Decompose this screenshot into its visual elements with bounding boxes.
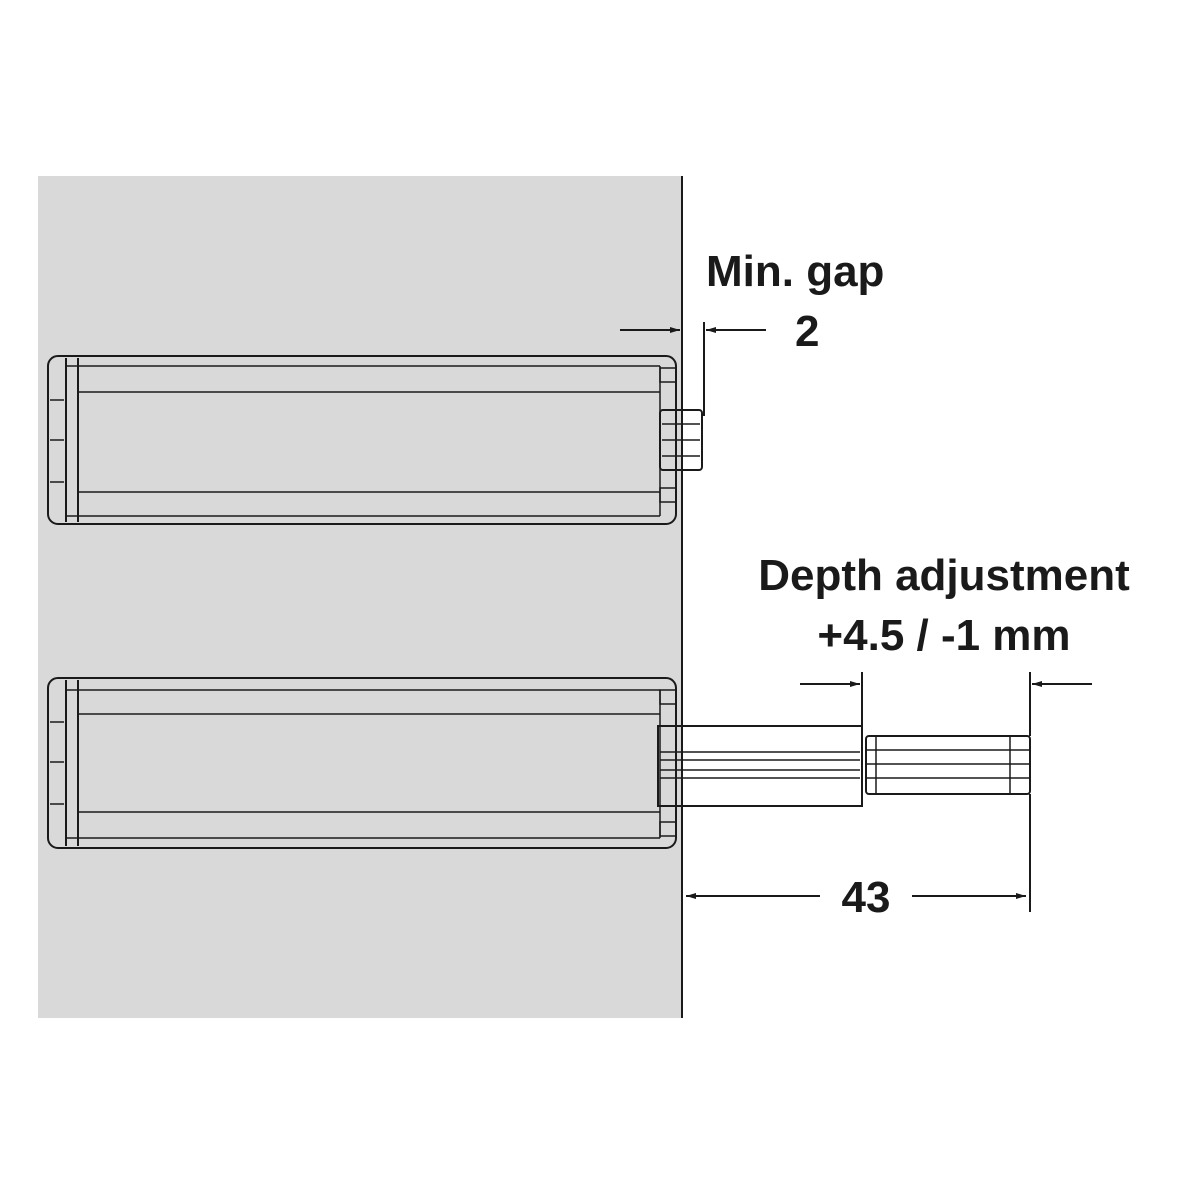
- latch-closed: [47, 355, 703, 525]
- min-gap-dimension: [620, 322, 766, 416]
- latch-closed-plunger: [659, 409, 703, 471]
- extension-value: 43: [842, 873, 891, 922]
- depth-adjustment-range: +4.5 / -1 mm: [817, 611, 1070, 660]
- depth-adjustment-title: Depth adjustment: [758, 551, 1130, 600]
- min-gap-value: 2: [795, 307, 819, 356]
- latch-open-tip: [865, 735, 1031, 795]
- latch-open-body: [47, 677, 677, 849]
- latch-open-shaft: [657, 725, 863, 807]
- depth-adjustment-dimension: [800, 672, 1092, 736]
- cabinet-panel: [38, 176, 682, 1018]
- extension-dimension: [686, 794, 1031, 912]
- latch-open: [47, 677, 1031, 849]
- min-gap-title: Min. gap: [706, 247, 884, 296]
